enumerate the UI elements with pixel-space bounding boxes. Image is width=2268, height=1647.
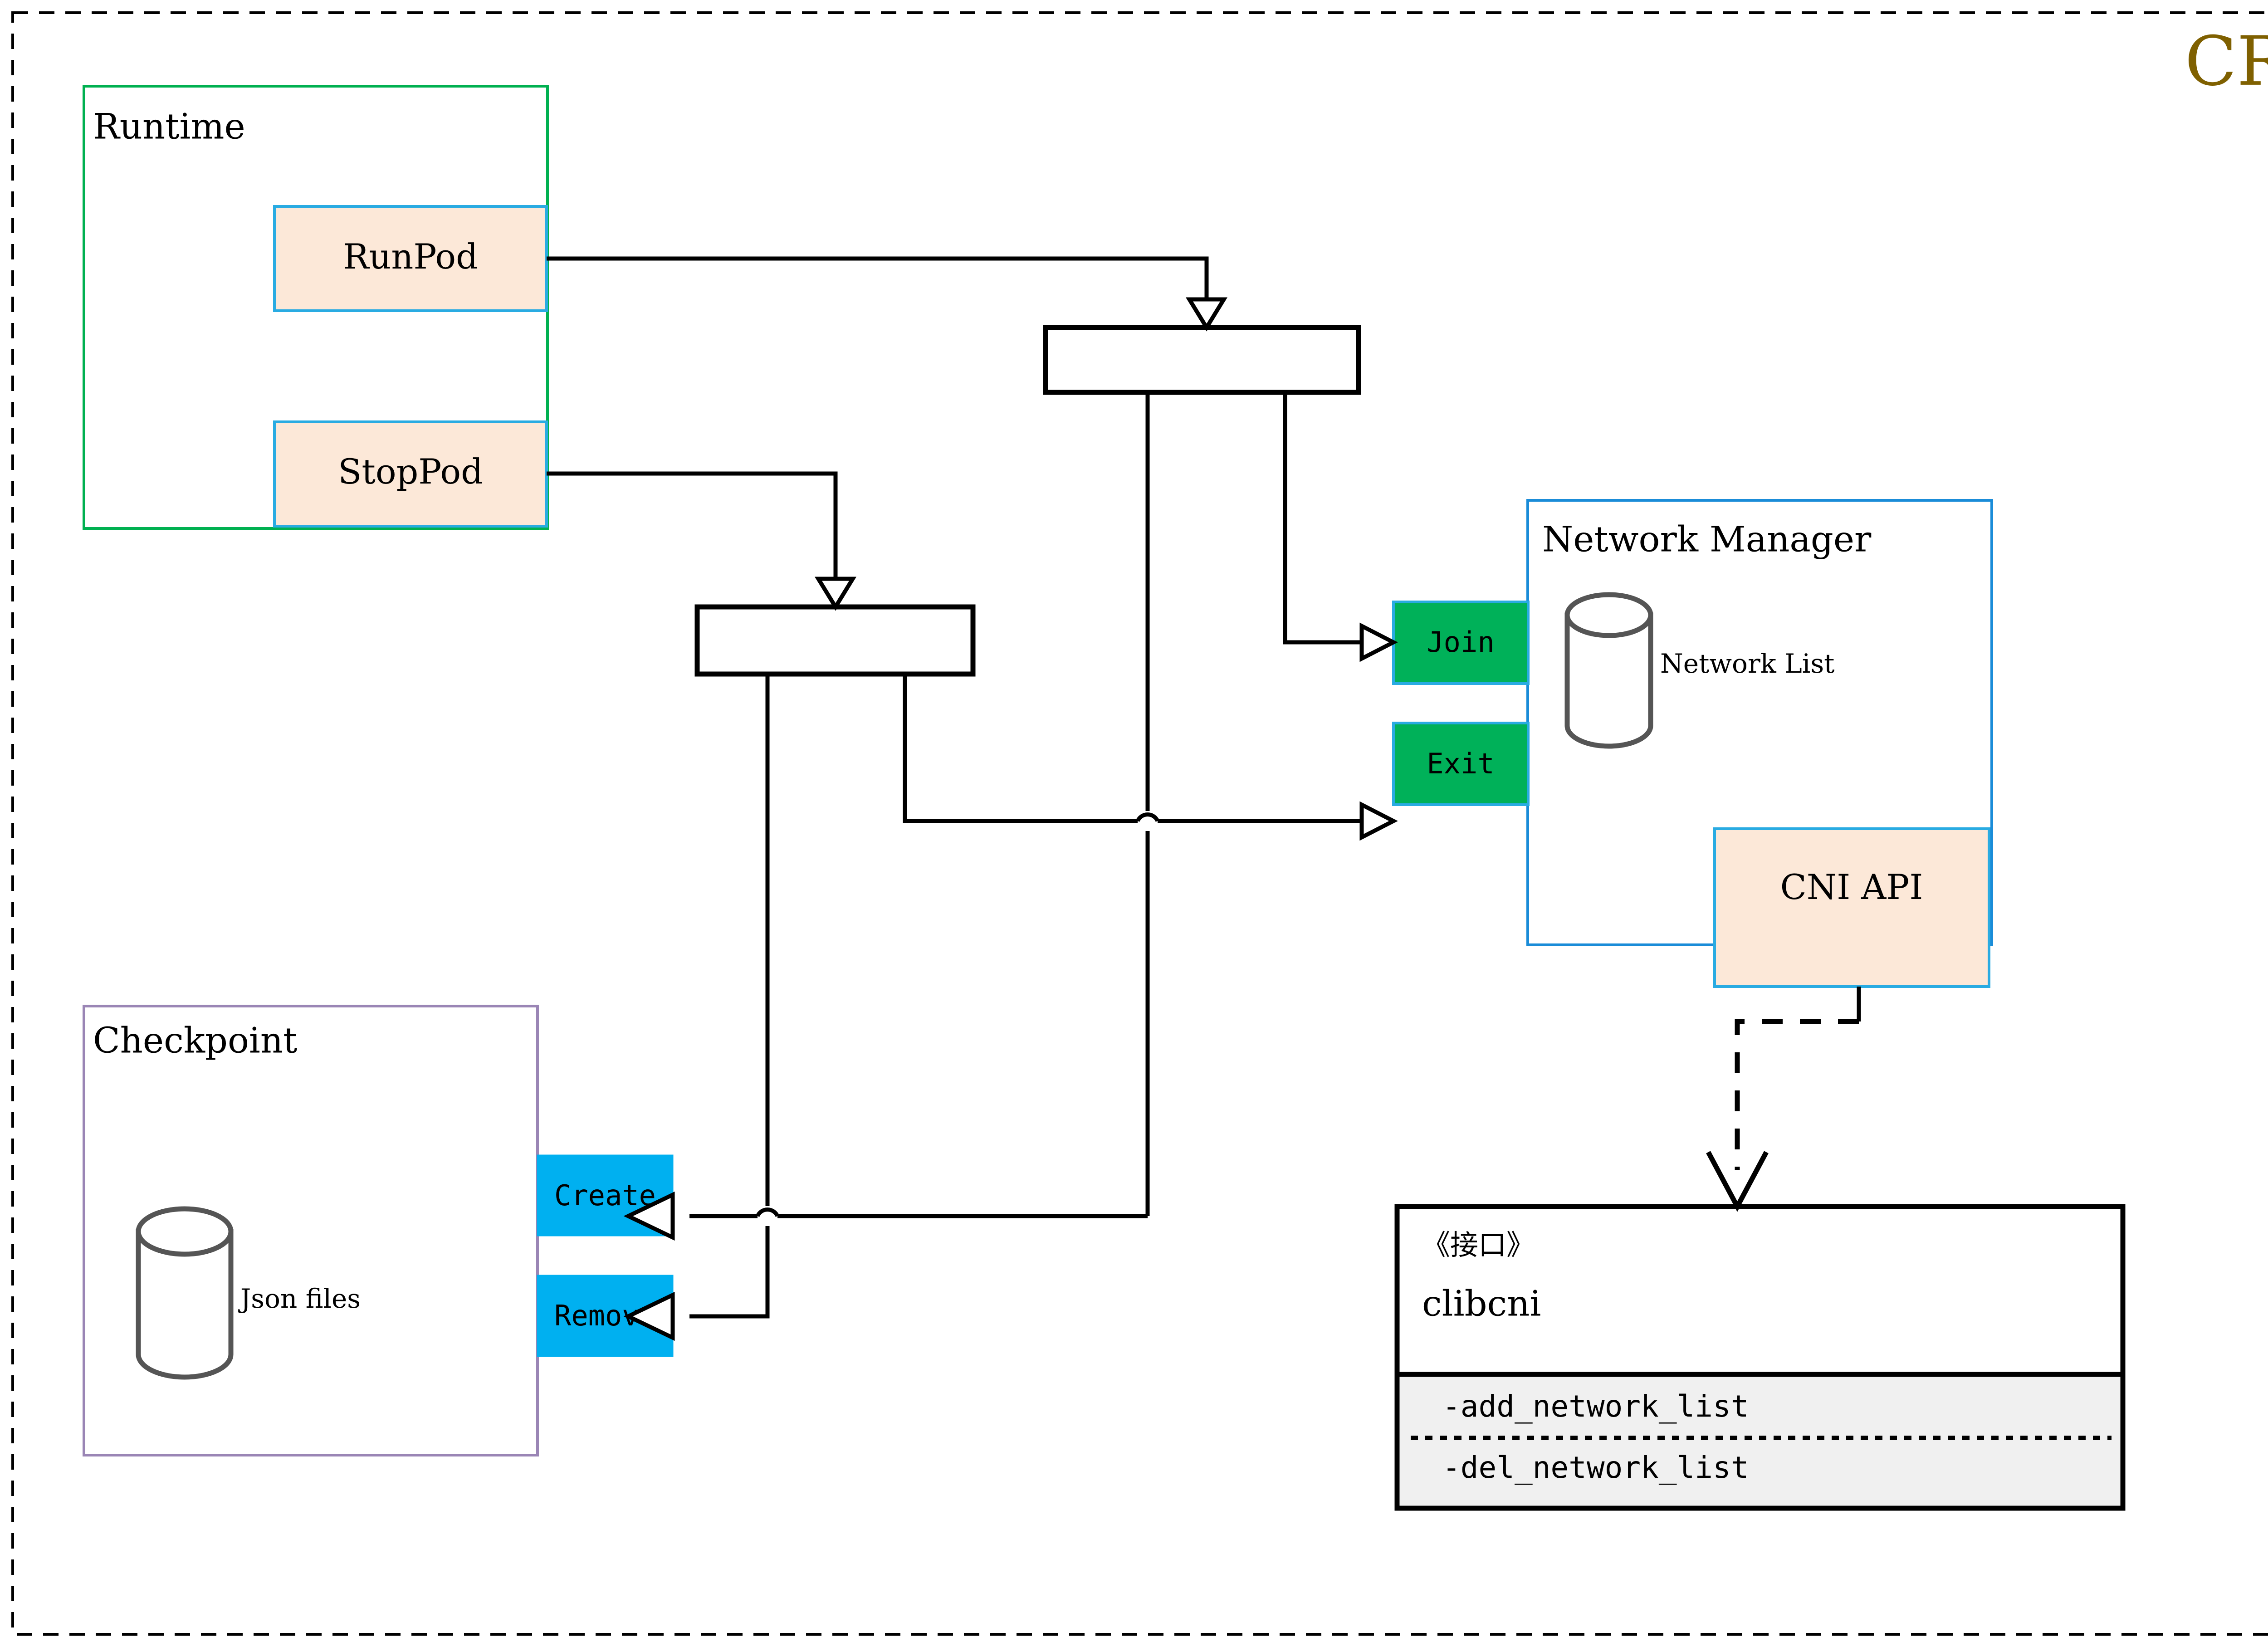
interface-clibcni[interactable]: 《接口》 clibcni -add_network_list -del_netw… [1394,1204,2126,1511]
node-create[interactable]: Create [537,1154,674,1236]
fork-node-upper [1043,325,1361,395]
clibcni-stereotype: 《接口》 [1422,1228,1535,1261]
edge-fork-lower-to-exit [903,674,1398,841]
node-cni-api[interactable]: CNI API [1713,827,1990,988]
arrowhead-clibcni [1706,1151,1769,1212]
clibcni-method-1: -del_network_list [1442,1450,1749,1485]
arrowhead-join [1359,622,1398,662]
cni-api-box[interactable] [1713,827,1990,988]
edge-fork-upper-to-join [1283,392,1398,662]
cni-api-label: CNI API [1780,867,1923,907]
clibcni-method-0: -add_network_list [1442,1389,1749,1424]
edge-runpod-to-fork-upper [547,256,1228,332]
checkpoint-group-label: Checkpoint [93,1021,297,1061]
runpod-box[interactable] [273,205,548,312]
exit-box[interactable] [1392,722,1530,806]
edge-cni-api-to-clibcni [1706,987,1861,1212]
stoppod-label: StopPod [338,451,483,492]
json-files-cylinder-top [136,1206,234,1257]
arrowhead-create [623,1191,675,1241]
exit-label: Exit [1427,747,1494,780]
edge-fork-upper-to-create [623,392,1150,1241]
node-join[interactable]: Join [1392,601,1530,685]
arrowhead-runpod-fork [1185,297,1228,332]
create-label: Create [554,1179,656,1212]
json-files-cylinder-body [136,1229,234,1380]
network-list-label: Network List [1660,648,1834,679]
edge-fork-lower-to-remove [623,674,780,1341]
edge-stoppod-to-fork-lower [547,471,857,611]
node-exit[interactable]: Exit [1392,722,1530,806]
json-files-label: Json files [238,1283,361,1314]
clibcni-name: clibcni [1422,1284,1541,1324]
outer-frame [11,11,2268,1636]
network-list-cylinder-top [1564,592,1653,638]
join-label: Join [1427,626,1494,659]
join-box[interactable] [1392,601,1530,685]
node-runpod[interactable]: RunPod [273,205,548,312]
json-files-datastore: Json files [136,1206,361,1380]
runpod-label: RunPod [343,236,478,277]
arrowhead-remove [623,1291,675,1341]
stoppod-box[interactable] [273,420,548,528]
network-list-cylinder-body [1564,612,1653,749]
node-stoppod[interactable]: StopPod [273,420,548,528]
group-checkpoint: Checkpoint Json files [83,1005,539,1456]
page-title: CRI [2185,22,2268,101]
runtime-group-label: Runtime [93,107,245,147]
arrowhead-stoppod-fork [814,577,857,611]
fork-node-lower [694,604,976,677]
network-list-datastore: Network List [1564,592,1834,749]
network-manager-group-label: Network Manager [1542,519,1872,560]
arrowhead-exit [1359,801,1398,841]
